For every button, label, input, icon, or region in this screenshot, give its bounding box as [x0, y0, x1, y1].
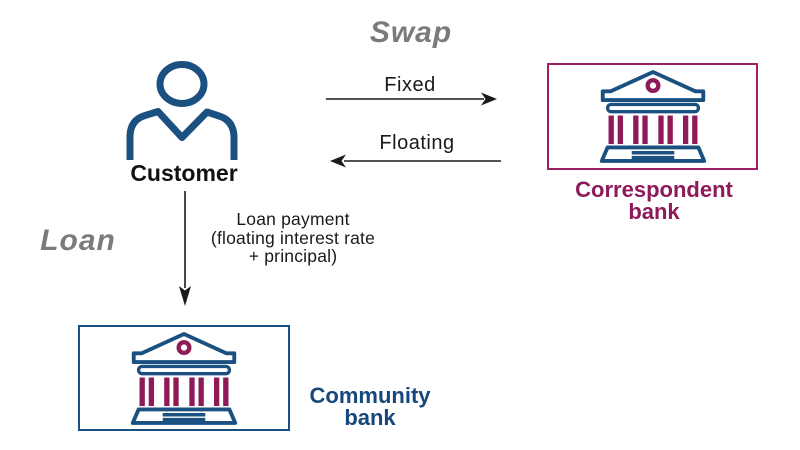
- loan-payment-line3: + principal): [248, 246, 338, 266]
- community-bank-label: Community bank: [310, 385, 431, 428]
- correspondent-bank-label-line1: Correspondent: [575, 177, 733, 202]
- community-bank-label-line1: Community: [309, 383, 431, 408]
- customer-label: Customer: [130, 160, 238, 186]
- floating-arrow-icon: [330, 154, 501, 168]
- loan-payment-line2: (floating interest rate: [210, 227, 376, 248]
- correspondent-bank-label-line2: bank: [628, 198, 680, 224]
- person-icon: [126, 61, 238, 160]
- loan-payment-label: Loan payment (floating interest rate + p…: [211, 210, 375, 266]
- correspondent-bank-box: [547, 63, 758, 170]
- community-bank-box: [78, 325, 290, 431]
- correspondent-bank-label: Correspondent bank: [575, 179, 733, 222]
- bank-icon: [595, 68, 711, 165]
- swap-section-label: Swap: [369, 16, 453, 49]
- community-bank-label-line2: bank: [344, 404, 396, 430]
- fixed-arrow-icon: [326, 92, 497, 106]
- loan-section-label: Loan: [40, 224, 116, 257]
- loan-arrow-icon: [179, 191, 191, 306]
- fixed-edge-label: Fixed: [384, 74, 436, 96]
- loan-payment-line1: Loan payment: [236, 209, 350, 229]
- bank-icon: [126, 330, 242, 427]
- floating-edge-label: Floating: [379, 132, 455, 154]
